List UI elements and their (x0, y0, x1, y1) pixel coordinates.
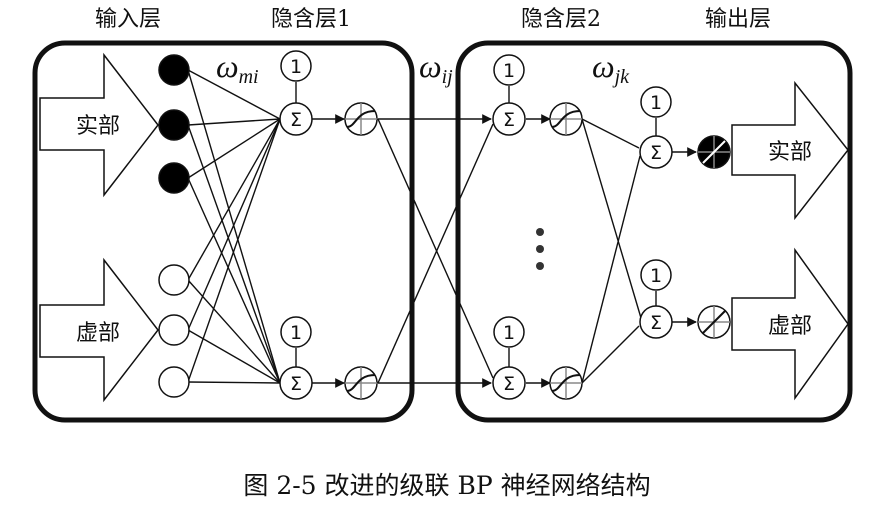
svg-text:Σ: Σ (650, 142, 662, 164)
input-real-label: 实部 (76, 114, 120, 139)
svg-text:Σ: Σ (290, 109, 302, 131)
input-node-real-3 (158, 162, 190, 194)
hidden-layer-2-label: 隐含层2 (521, 7, 601, 32)
weight-label-mi: ωmi (216, 48, 259, 88)
input-node-real-2 (158, 109, 190, 141)
bias-node-out-imag: 1 (640, 259, 672, 291)
hidden1-to-hidden2-connections (377, 114, 494, 388)
ellipsis-dots (536, 228, 544, 270)
bias-node-h1-top: 1 (280, 50, 312, 82)
network-diagram: 输入层 隐含层1 隐含层2 输出层 实部 虚部 实部 虚部 (32, 7, 853, 423)
svg-text:1: 1 (503, 322, 515, 344)
weight-label-jk: ωjk (592, 48, 630, 88)
bias-node-h1-bottom: 1 (280, 316, 312, 348)
input-to-hidden1-connections (187, 69, 281, 384)
bias-connectors (295, 82, 657, 367)
sum-node-h1-bottom: Σ (279, 366, 313, 400)
sigmoid-node-h1-top (344, 102, 378, 136)
weight-label-ij: ωij (419, 48, 453, 88)
input-node-imag-1 (158, 264, 190, 296)
figure-caption: 图 2-5 改进的级联 BP 神经网络结构 (243, 471, 651, 500)
output-real-label: 实部 (768, 140, 812, 165)
hidden-layer-1-label: 隐含层1 (271, 7, 351, 32)
output-real-arrow: 实部 (731, 80, 849, 221)
output-imag-label: 虚部 (768, 314, 812, 339)
svg-text:1: 1 (503, 60, 515, 82)
svg-text:Σ: Σ (503, 373, 515, 395)
input-node-imag-2 (158, 314, 190, 346)
linear-node-out-real (697, 135, 731, 169)
input-imag-label: 虚部 (76, 321, 120, 346)
svg-text:1: 1 (290, 322, 302, 344)
bias-node-h2-bottom: 1 (493, 316, 525, 348)
input-node-real-1 (158, 54, 190, 86)
bias-node-out-real: 1 (640, 86, 672, 118)
sigmoid-node-h2-top (549, 102, 583, 136)
input-layer-label: 输入层 (95, 7, 161, 32)
svg-text:Σ: Σ (290, 373, 302, 395)
sum-node-h1-top: Σ (279, 102, 313, 136)
sum-node-h2-top: Σ (492, 102, 526, 136)
svg-text:1: 1 (290, 56, 302, 78)
network-box-right (455, 40, 853, 423)
sum-node-out-imag: Σ (639, 305, 673, 339)
input-node-imag-3 (158, 366, 190, 398)
input-real-arrow: 实部 (39, 52, 159, 198)
input-imag-arrow: 虚部 (39, 257, 159, 403)
svg-text:1: 1 (650, 92, 662, 114)
svg-text:Σ: Σ (650, 312, 662, 334)
output-layer-label: 输出层 (705, 7, 771, 32)
linear-node-out-imag (697, 305, 731, 339)
svg-text:1: 1 (650, 265, 662, 287)
bias-node-h2-top: 1 (493, 54, 525, 86)
input-nodes (158, 54, 190, 398)
sigmoid-node-h2-bottom (549, 366, 583, 400)
sigmoid-node-h1-bottom (344, 366, 378, 400)
output-imag-arrow: 虚部 (731, 247, 849, 401)
hidden2-to-output-connections (581, 118, 642, 384)
svg-text:Σ: Σ (503, 109, 515, 131)
network-box-left (32, 40, 415, 423)
sum-node-h2-bottom: Σ (492, 366, 526, 400)
sum-node-out-real: Σ (639, 135, 673, 169)
